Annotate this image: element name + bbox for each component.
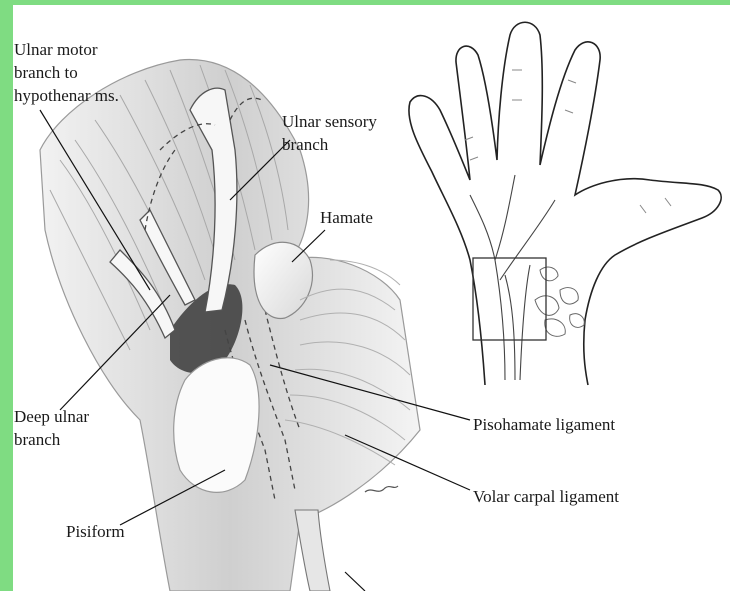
label-pisohamate: Pisohamate ligament (473, 415, 615, 434)
hand-outline-drawing (409, 22, 721, 385)
label-hamate: Hamate (320, 208, 373, 227)
label-volar-carpal: Volar carpal ligament (473, 487, 619, 506)
frame-left-border (0, 0, 13, 591)
frame-top-border (0, 0, 730, 5)
label-deep-ulnar: Deep ulnar branch (14, 407, 93, 449)
label-pisiform: Pisiform (66, 522, 125, 541)
label-ulnar-motor: Ulnar motor branch to hypothenar ms. (14, 40, 119, 105)
label-ulnar-sensory: Ulnar sensory branch (282, 112, 381, 154)
wrist-dissection-drawing (40, 60, 420, 591)
